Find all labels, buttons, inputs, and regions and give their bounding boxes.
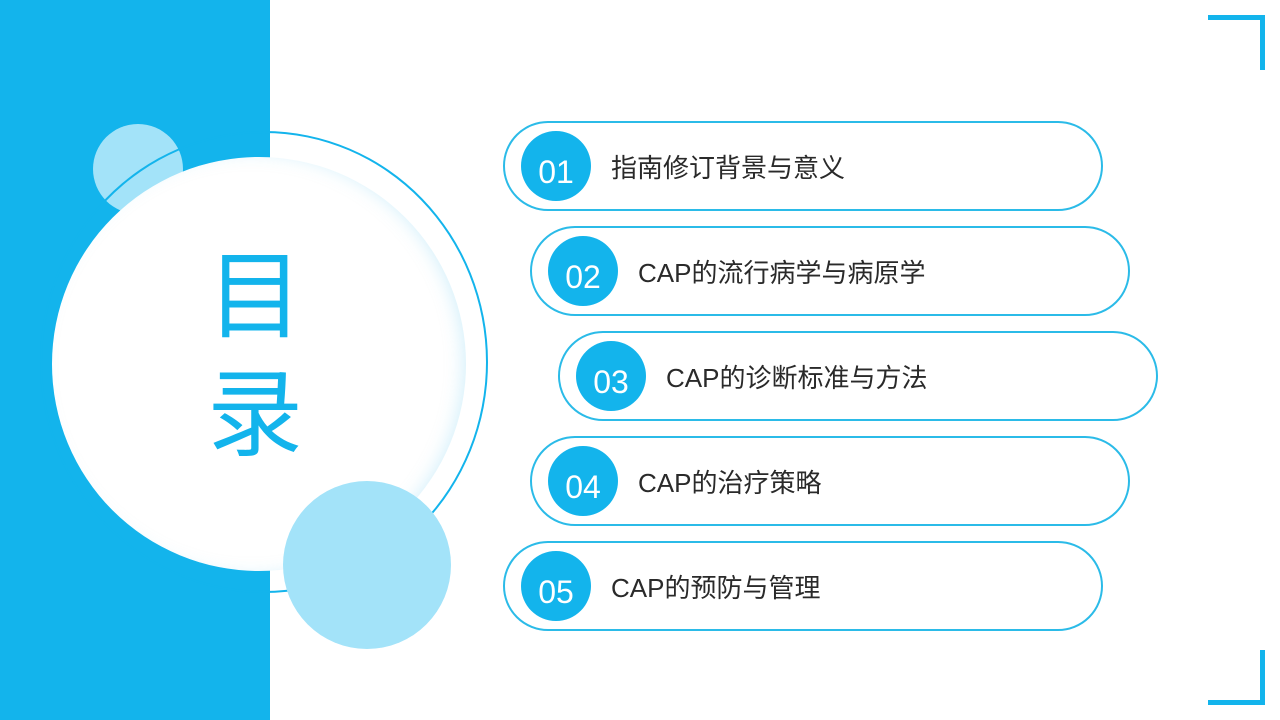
toc-number-badge: 03 — [576, 341, 646, 411]
toc-item-label: CAP的预防与管理 — [611, 572, 821, 603]
title-char-1: 目 — [207, 241, 303, 353]
title-char-2: 录 — [207, 359, 303, 471]
corner-bracket-bottom-right — [1208, 650, 1265, 705]
toc-item-label: 指南修订背景与意义 — [611, 152, 846, 183]
toc-number-badge: 05 — [521, 551, 591, 621]
toc-item-label: CAP的诊断标准与方法 — [666, 362, 928, 393]
decorative-bubble-bottom — [283, 481, 451, 649]
toc-item-5[interactable]: 05 CAP的预防与管理 — [503, 541, 1103, 631]
decorative-ring — [40, 131, 488, 593]
toc-item-label: CAP的流行病学与病原学 — [638, 257, 926, 288]
toc-item-1[interactable]: 01 指南修订背景与意义 — [503, 121, 1103, 211]
toc-item-4[interactable]: 04 CAP的治疗策略 — [530, 436, 1130, 526]
toc-number-badge: 01 — [521, 131, 591, 201]
toc-item-label: CAP的治疗策略 — [638, 467, 822, 498]
page-title: 目 录 — [195, 238, 315, 474]
corner-bracket-top-right — [1208, 15, 1265, 70]
toc-number-badge: 04 — [548, 446, 618, 516]
toc-item-2[interactable]: 02 CAP的流行病学与病原学 — [530, 226, 1130, 316]
toc-item-3[interactable]: 03 CAP的诊断标准与方法 — [558, 331, 1158, 421]
toc-number-badge: 02 — [548, 236, 618, 306]
